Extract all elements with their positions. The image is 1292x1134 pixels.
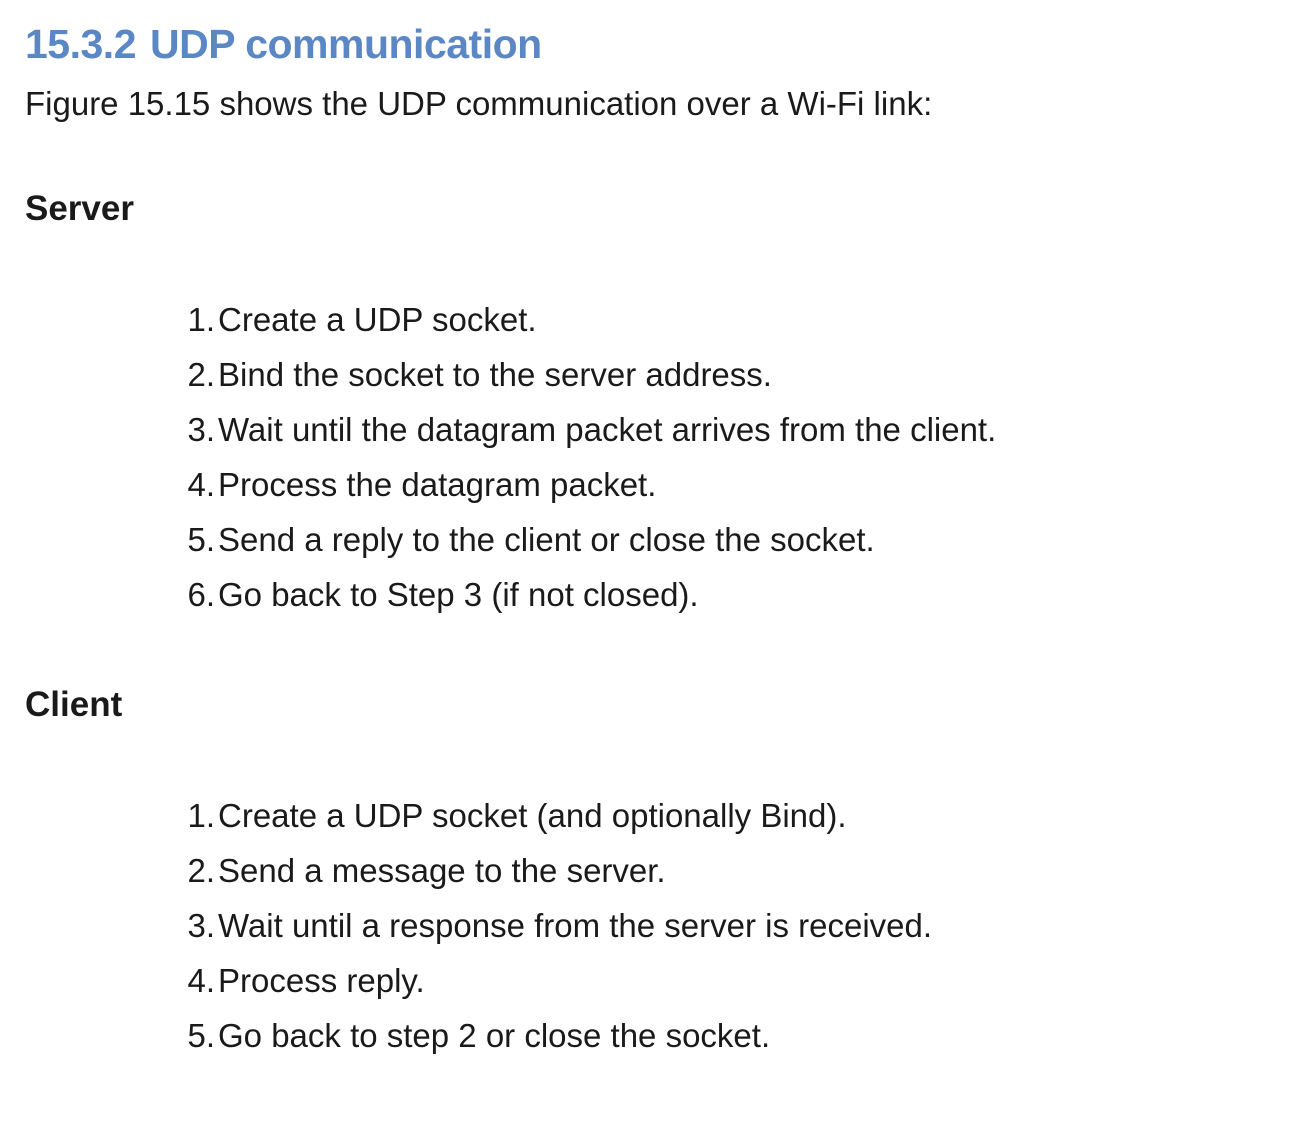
list-item: Create a UDP socket. [155,292,537,347]
server-heading: Server [25,189,134,228]
list-item: Process reply. [155,953,425,1008]
server-steps-list: Create a UDP socket.Bind the socket to t… [25,292,1267,622]
client-heading: Client [25,685,123,724]
list-item: Go back to step 2 or close the socket. [155,1008,771,1063]
document-page: 15.3.2 UDP communication Figure 15.15 sho… [0,0,1292,1063]
list-item: Go back to Step 3 (if not closed). [155,567,699,622]
list-item: Process the datagram packet. [155,457,657,512]
section-heading: 15.3.2 UDP communication [25,20,1267,68]
list-item: Send a message to the server. [155,843,666,898]
list-item: Bind the socket to the server address. [155,347,772,402]
section-number: 15.3.2 [25,21,137,67]
list-item: Send a reply to the client or close the … [155,512,875,567]
list-item: Wait until a response from the server is… [155,898,933,953]
client-section: Client Create a UDP socket (and optional… [25,684,1267,1063]
server-section: Server Create a UDP socket.Bind the sock… [25,188,1267,622]
intro-paragraph: Figure 15.15 shows the UDP communication… [25,85,933,122]
list-item: Wait until the datagram packet arrives f… [155,402,997,457]
section-title: UDP communication [150,21,542,67]
client-steps-list: Create a UDP socket (and optionally Bind… [25,788,1267,1063]
list-item: Create a UDP socket (and optionally Bind… [155,788,847,843]
